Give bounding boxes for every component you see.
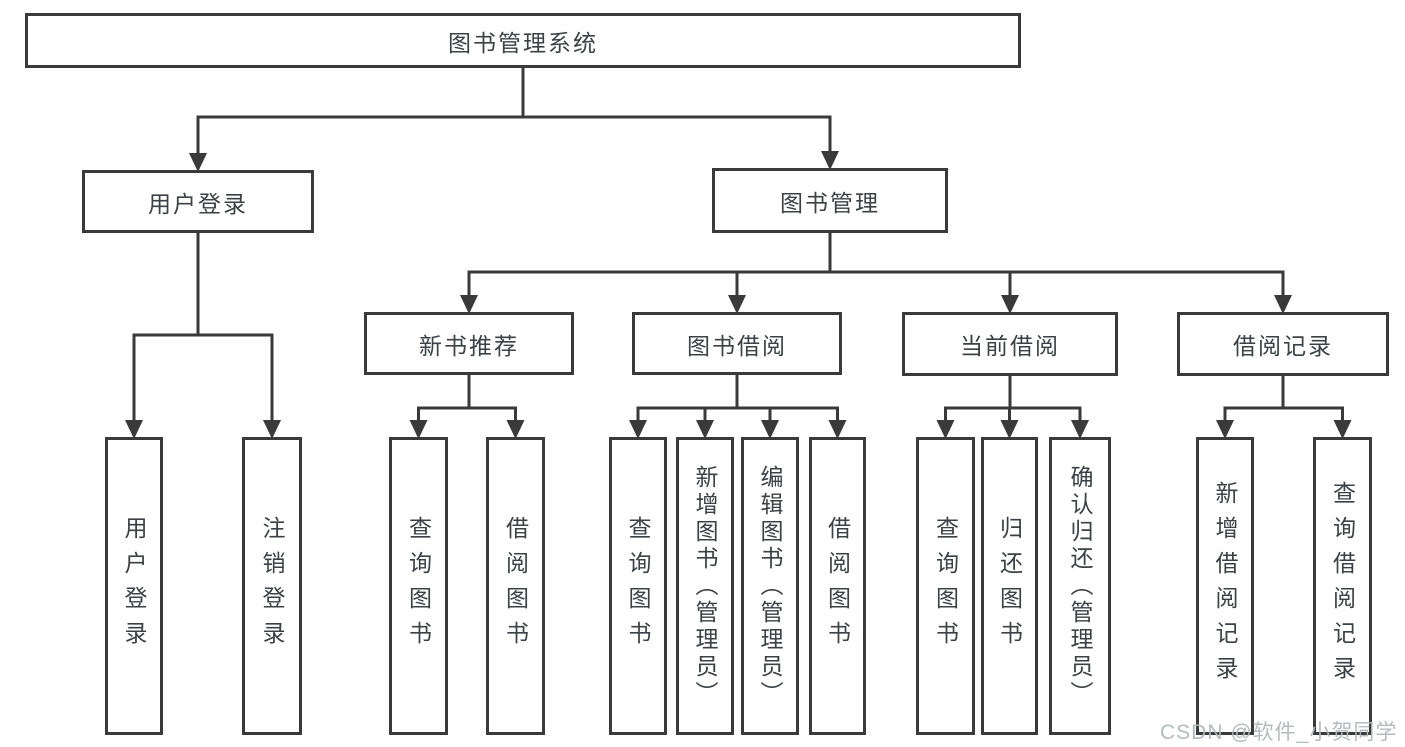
node-br-add-record: 新增借阅记录 bbox=[1196, 437, 1254, 735]
node-cb-query-book: 查询图书 bbox=[916, 437, 975, 735]
node-new-book-recommend: 新书推荐 bbox=[364, 312, 574, 375]
node-label: 新增图书（管理员） bbox=[692, 464, 718, 708]
node-label: 注销登录 bbox=[259, 516, 285, 656]
node-user-login: 用户登录 bbox=[82, 170, 314, 233]
node-label: 编辑图书（管理员） bbox=[757, 464, 783, 708]
node-bb-borrow-book: 借阅图书 bbox=[809, 437, 866, 735]
node-book-management: 图书管理 bbox=[712, 168, 948, 233]
node-nb-borrow-book: 借阅图书 bbox=[486, 437, 545, 735]
node-label: 借阅图书 bbox=[824, 516, 851, 656]
node-cb-return-book: 归还图书 bbox=[981, 437, 1038, 735]
node-root: 图书管理系统 bbox=[25, 13, 1021, 68]
node-label: 新书推荐 bbox=[419, 332, 519, 359]
node-bb-query-book: 查询图书 bbox=[609, 437, 667, 735]
node-br-query-record: 查询借阅记录 bbox=[1313, 437, 1372, 735]
node-label: 归还图书 bbox=[996, 516, 1023, 656]
node-bb-add-book: 新增图书（管理员） bbox=[676, 437, 734, 735]
node-label: 确认归还（管理员） bbox=[1067, 464, 1093, 708]
node-label: 用户登录 bbox=[121, 516, 147, 656]
node-label: 查询图书 bbox=[405, 516, 432, 656]
node-label: 新增借阅记录 bbox=[1212, 481, 1238, 691]
node-label: 借阅记录 bbox=[1233, 333, 1333, 359]
node-label: 当前借阅 bbox=[960, 333, 1060, 359]
node-label: 图书借阅 bbox=[687, 332, 787, 359]
node-logout-leaf: 注销登录 bbox=[242, 437, 302, 735]
node-nb-query-book: 查询图书 bbox=[389, 437, 448, 735]
node-label: 查询图书 bbox=[932, 516, 959, 656]
node-label: 查询图书 bbox=[625, 516, 651, 656]
node-label: 借阅图书 bbox=[502, 516, 529, 656]
node-user-login-leaf: 用户登录 bbox=[105, 437, 163, 735]
node-label: 图书管理系统 bbox=[448, 29, 598, 56]
node-label: 查询借阅记录 bbox=[1329, 481, 1356, 691]
node-book-borrow: 图书借阅 bbox=[632, 312, 842, 375]
node-bb-edit-book: 编辑图书（管理员） bbox=[741, 437, 799, 735]
node-borrow-records: 借阅记录 bbox=[1177, 312, 1389, 376]
node-label: 图书管理 bbox=[780, 189, 880, 216]
watermark: CSDN @软件_小贺同学 bbox=[1160, 721, 1398, 744]
node-current-borrow: 当前借阅 bbox=[902, 312, 1118, 376]
node-cb-confirm-return: 确认归还（管理员） bbox=[1049, 437, 1111, 735]
node-label: 用户登录 bbox=[148, 190, 248, 217]
